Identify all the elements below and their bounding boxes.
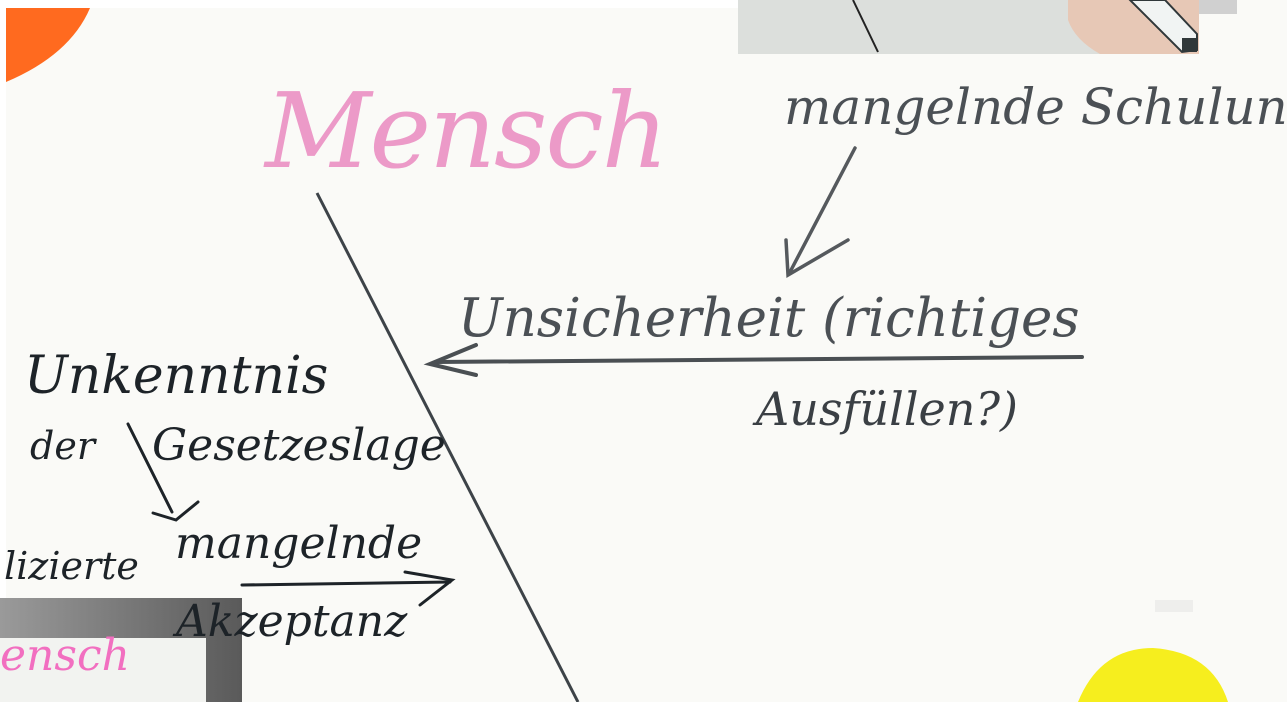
fishbone-diagonal-line (315, 192, 580, 702)
category-title: Mensch (265, 70, 669, 192)
orange-magnet-icon (6, 8, 90, 82)
inset-pink-text: ensch (0, 630, 130, 681)
effect-unsicherheit-line2: Ausfüllen?) (756, 382, 1018, 436)
partial-left-word: lizierte (4, 544, 139, 588)
left-edge-strip (0, 0, 6, 702)
inset-photo-frame (0, 638, 206, 702)
cause-der: der (30, 424, 95, 468)
cause-unkenntnis: Unkenntnis (24, 346, 329, 406)
hand-holding-marker-icon (738, 0, 1237, 54)
effect-mangelnde: mangelnde (175, 518, 423, 569)
effect-akzeptanz: Akzeptanz (176, 596, 408, 647)
arrow-down-icon (126, 422, 200, 522)
yellow-magnet-icon (1078, 648, 1228, 702)
tape-strip (1155, 600, 1193, 612)
effect-unsicherheit-line1: Unsicherheit (richtiges (458, 288, 1080, 349)
arrow-down-left-icon (784, 146, 857, 278)
arrow-left-icon (423, 343, 1084, 377)
cause-gesetzeslage: Gesetzeslage (152, 420, 446, 471)
arrow-right-icon (240, 570, 456, 607)
top-edge-strip (0, 0, 738, 8)
cause-mangelnde-schulung: mangelnde Schulung (784, 78, 1287, 136)
